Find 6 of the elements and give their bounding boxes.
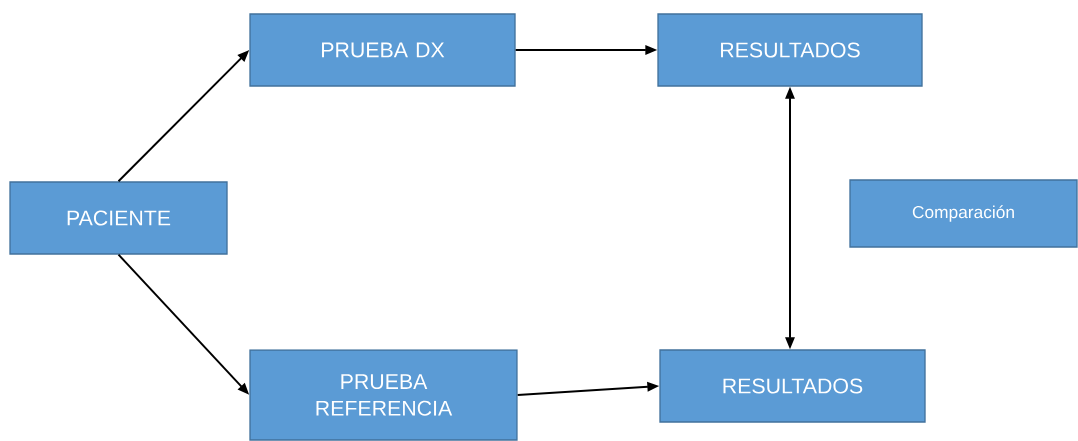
process-box: PRUEBA REFERENCIA [249,349,518,441]
process-box: RESULTADOS [659,349,926,423]
process-box: PRUEBA DX [249,13,516,87]
process-box: PACIENTE [9,181,228,255]
process-box: Comparación [849,179,1078,248]
process-box: RESULTADOS [657,13,923,87]
